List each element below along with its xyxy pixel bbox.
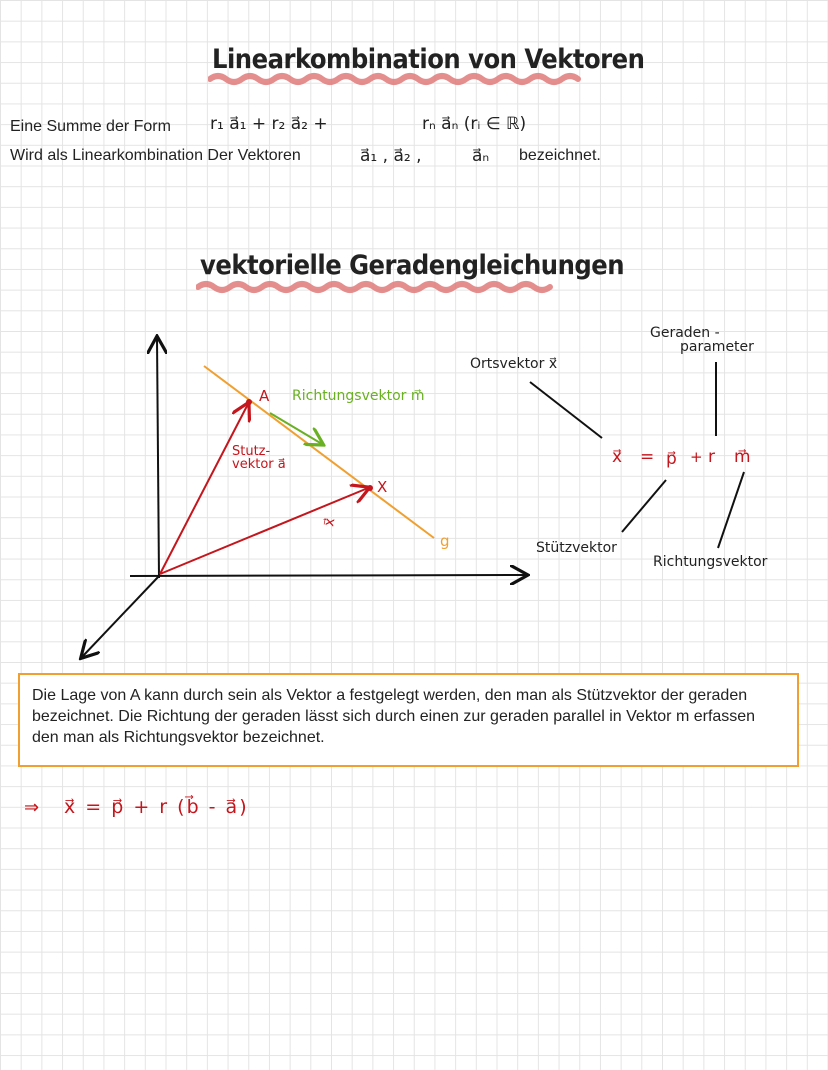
equation-x: x⃗ — [612, 447, 622, 467]
definition-vector-list: a⃗₁ , a⃗₂ , — [360, 146, 422, 166]
label-g: g — [440, 532, 450, 550]
vector-m — [269, 412, 322, 444]
label-richtungsvektor-m: Richtungsvektor m⃗ — [292, 388, 425, 404]
definition-line-1-prefix: Eine Summe der Form — [10, 118, 171, 135]
equation-m: m⃗ — [734, 447, 751, 467]
axis-depth — [82, 575, 160, 657]
result-arrow: ⇒ — [24, 797, 40, 818]
result-formula: x⃗ = p⃗ + r (b⃗ - a⃗) — [64, 796, 249, 818]
label-stuetzvektor: Stützvektor — [536, 540, 617, 556]
point-X — [367, 485, 373, 491]
label-X: X — [377, 478, 387, 496]
definition-line-2-suffix: bezeichnet. — [519, 147, 601, 164]
definition-formula-part-a: r₁ a⃗₁ + r₂ a⃗₂ + — [210, 114, 328, 134]
label-vector-x: x⃗ — [321, 517, 338, 528]
label-geradenparameter-1: Geraden - — [650, 325, 720, 341]
label-A: A — [259, 387, 270, 405]
vector-a — [159, 404, 248, 575]
section-title-linearkombination: Linearkombination von Vektoren — [212, 44, 645, 75]
label-stutzvektor-line1: Stutz- — [232, 444, 271, 459]
title-underline-1 — [208, 73, 581, 85]
pointer-ortsvektor — [529, 381, 603, 439]
equation-plus: + — [690, 448, 703, 466]
pointer-stuetzvektor — [621, 479, 667, 533]
axis-horizontal — [129, 575, 526, 576]
definition-vector-an: a⃗ₙ — [472, 146, 490, 166]
definition-line-2-prefix: Wird als Linearkombination Der Vektoren — [10, 147, 301, 164]
equation-diagram: Geraden - parameter Ortsvektor x⃗ x⃗ = p… — [470, 325, 768, 570]
label-stutzvektor-line2: vektor a⃗ — [232, 457, 286, 472]
equation-r: r — [708, 447, 715, 467]
point-A — [246, 399, 252, 405]
title-underline-2 — [196, 281, 553, 293]
pointer-richtungsvektor — [717, 471, 745, 549]
line-g — [203, 365, 435, 539]
info-box: Die Lage von A kann durch sein als Vekto… — [18, 673, 799, 767]
section-title-geradengleichungen: vektorielle Geradengleichungen — [200, 250, 625, 281]
equation-p: p⃗ — [666, 449, 677, 469]
info-box-text: Die Lage von A kann durch sein als Vekto… — [32, 687, 756, 746]
definition-formula-part-b: rₙ a⃗ₙ (rᵢ ∈ ℝ) — [422, 114, 527, 134]
label-geradenparameter-2: parameter — [680, 339, 754, 355]
axis-vertical — [157, 338, 159, 579]
label-ortsvektor-x: Ortsvektor x⃗ — [470, 356, 557, 372]
vector-diagram: A X g Richtungsvektor m⃗ Stutz- vektor a… — [0, 0, 828, 700]
vector-x — [159, 488, 368, 575]
equation-equals: = — [640, 447, 654, 467]
label-richtungsvektor: Richtungsvektor — [653, 554, 768, 570]
